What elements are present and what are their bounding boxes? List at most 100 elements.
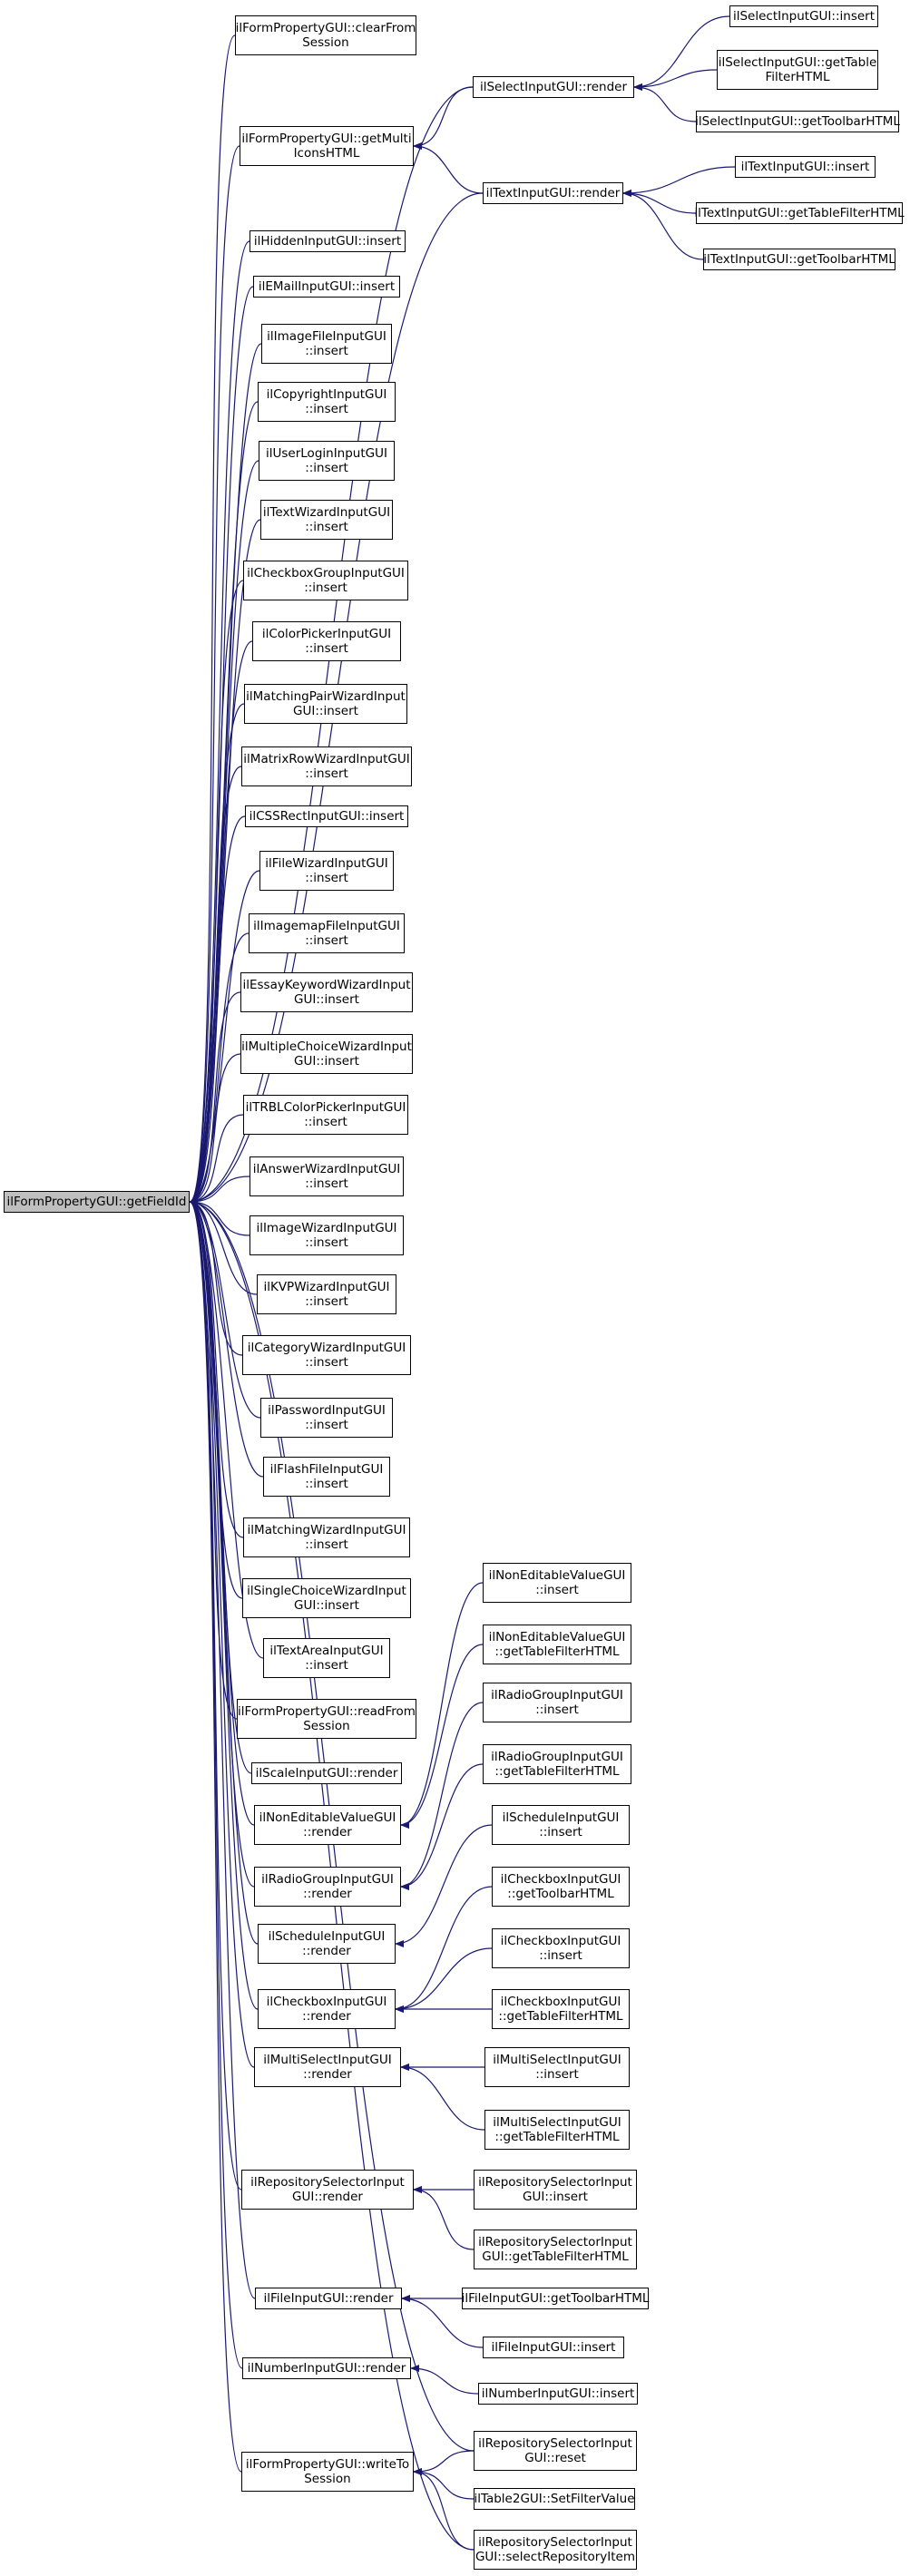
node-trblColorInsert[interactable]: ilTRBLColorPickerInputGUI::insert [243, 1095, 408, 1135]
edge-selectTableFilter-to-selectRender [633, 69, 718, 91]
node-kvpWizardInsert[interactable]: ilKVPWizardInputGUI::insert [257, 1274, 396, 1314]
node-label-line: ::insert [305, 641, 348, 656]
node-textTableFilter[interactable]: ilTextInputGUI::getTableFilterHTML [694, 202, 905, 224]
node-nonEditableTableFilter[interactable]: ilNonEditableValueGUI::getTableFilterHTM… [483, 1625, 631, 1664]
node-selectToolbar[interactable]: ilSelectInputGUI::getToolbarHTML [695, 111, 900, 132]
node-textToolbar[interactable]: ilTextInputGUI::getToolbarHTML [703, 249, 895, 270]
node-label-line: ilSelectInputGUI::getToolbarHTML [695, 114, 900, 129]
node-label-line: Session [304, 2472, 351, 2486]
node-imagemapFileInsert[interactable]: ilImagemapFileInputGUI::insert [249, 913, 405, 953]
edge-radioGroupTableFilter-to-radioGroupRender [400, 1763, 484, 1890]
node-multiSelectInsert[interactable]: ilMultiSelectInputGUI::insert [484, 2047, 630, 2087]
node-hiddenInsert[interactable]: ilHiddenInputGUI::insert [250, 230, 406, 252]
node-label-line: ilRepositorySelectorInput [478, 2436, 632, 2451]
node-label-line: ilNonEditableValueGUI [488, 1630, 626, 1644]
node-label-line: ilCheckboxInputGUI [500, 1872, 621, 1887]
node-textWizardInsert[interactable]: ilTextWizardInputGUI::insert [260, 500, 393, 540]
node-checkboxRender[interactable]: ilCheckboxInputGUI::render [258, 1989, 396, 2029]
node-fileToolbar[interactable]: ilFileInputGUI::getToolbarHTML [462, 2288, 649, 2309]
node-matrixRowInsert[interactable]: ilMatrixRowWizardInputGUI::insert [241, 746, 412, 786]
node-passwordInsert[interactable]: ilPasswordInputGUI::insert [260, 1398, 393, 1438]
node-matchingWizardInsert[interactable]: ilMatchingWizardInputGUI::insert [243, 1517, 410, 1557]
node-selectRender[interactable]: ilSelectInputGUI::render [473, 76, 634, 98]
node-scheduleRender[interactable]: ilScheduleInputGUI::render [258, 1924, 396, 1964]
node-radioGroupRender[interactable]: ilRadioGroupInputGUI::render [254, 1867, 401, 1907]
node-fileInsert[interactable]: ilFileInputGUI::insert [483, 2337, 624, 2358]
node-radioGroupTableFilter[interactable]: ilRadioGroupInputGUI::getTableFilterHTML [483, 1744, 631, 1784]
node-answerWizardInsert[interactable]: ilAnswerWizardInputGUI::insert [250, 1156, 404, 1196]
node-checkboxGroupInsert[interactable]: ilCheckboxGroupInputGUI::insert [243, 561, 408, 600]
node-label-line: ilScaleInputGUI::render [255, 1766, 398, 1781]
node-label-line: ::insert [304, 581, 347, 595]
edge-fileInsert-to-fileRender [401, 2295, 484, 2348]
edge-getMultiIconsHTML-to-root [189, 145, 240, 1205]
node-selectInsert[interactable]: ilSelectInputGUI::insert [729, 5, 878, 27]
edge-essayKeywordInsert-to-root [189, 991, 241, 1205]
node-label-line: ::getTableFilterHTML [494, 1644, 620, 1659]
node-textAreaInsert[interactable]: ilTextAreaInputGUI::insert [263, 1638, 390, 1678]
node-label-line: ::render [303, 2067, 352, 2082]
node-label-line: ilUserLoginInputGUI [266, 446, 387, 461]
node-label-line: ilSelectInputGUI::getTable [718, 55, 877, 70]
node-label-line: ::render [302, 1944, 351, 1958]
node-label-line: GUI::getTableFilterHTML [482, 2249, 629, 2264]
node-textInsert[interactable]: ilTextInputGUI::insert [735, 156, 876, 178]
node-label-line: ilCSSRectInputGUI::insert [249, 809, 405, 824]
node-cssRectInsert[interactable]: ilCSSRectInputGUI::insert [245, 805, 408, 827]
node-copyrightInsert[interactable]: ilCopyrightInputGUI::insert [258, 382, 396, 422]
node-flashFileInsert[interactable]: ilFlashFileInputGUI::insert [263, 1457, 390, 1497]
edge-textRender-to-getMultiIconsHTML [413, 142, 484, 194]
node-categoryWizardInsert[interactable]: ilCategoryWizardInputGUI::insert [242, 1335, 411, 1375]
node-numberInsert[interactable]: ilNumberInputGUI::insert [478, 2383, 638, 2405]
node-label-line: GUI::insert [523, 2190, 588, 2204]
node-label-line: ::insert [305, 344, 348, 358]
node-colorPickerInsert[interactable]: ilColorPickerInputGUI::insert [252, 621, 401, 661]
node-checkboxInsert[interactable]: ilCheckboxInputGUI::insert [492, 1928, 630, 1968]
node-fileWizardInsert[interactable]: ilFileWizardInputGUI::insert [259, 851, 394, 891]
node-userLoginInsert[interactable]: ilUserLoginInputGUI::insert [259, 441, 395, 481]
node-multiSelectTableFilter[interactable]: ilMultiSelectInputGUI::getTableFilterHTM… [484, 2110, 630, 2150]
node-label-line: ilMultiSelectInputGUI [493, 2053, 621, 2067]
node-label-line: ilRepositorySelectorInput [478, 2235, 632, 2249]
node-label-line: ::insert [305, 1235, 348, 1250]
edge-multiSelectRender-to-root [189, 1198, 255, 2068]
node-imageFileInsert[interactable]: ilImageFileInputGUI::insert [261, 324, 392, 364]
node-label-line: ilFormPropertyGUI::getFieldId [6, 1195, 187, 1209]
node-fileRender[interactable]: ilFileInputGUI::render [255, 2288, 402, 2309]
node-label-line: ilImageWizardInputGUI [256, 1221, 397, 1235]
node-textRender[interactable]: ilTextInputGUI::render [483, 182, 623, 204]
node-label-line: ilCheckboxInputGUI [500, 1934, 621, 1948]
node-scaleRender[interactable]: ilScaleInputGUI::render [251, 1762, 402, 1784]
node-numberRender[interactable]: ilNumberInputGUI::render [242, 2357, 411, 2379]
node-imageWizardInsert[interactable]: ilImageWizardInputGUI::insert [250, 1215, 404, 1255]
node-label-line: ilMatchingWizardInputGUI [247, 1523, 406, 1537]
node-nonEditableInsert[interactable]: ilNonEditableValueGUI::insert [483, 1563, 631, 1603]
node-label-line: ilRadioGroupInputGUI [261, 1872, 394, 1887]
node-checkboxToolbar[interactable]: ilCheckboxInputGUI::getToolbarHTML [492, 1867, 630, 1907]
node-radioGroupInsert[interactable]: ilRadioGroupInputGUI::insert [483, 1683, 631, 1722]
node-root[interactable]: ilFormPropertyGUI::getFieldId [4, 1191, 190, 1213]
node-label-line: ::insert [305, 402, 348, 416]
node-nonEditableRender[interactable]: ilNonEditableValueGUI::render [254, 1805, 401, 1845]
node-table2SetFilter[interactable]: ilTable2GUI::SetFilterValue [474, 2488, 635, 2510]
node-emailInsert[interactable]: ilEMailInputGUI::insert [253, 276, 400, 298]
node-label-line: ilCheckboxGroupInputGUI [247, 566, 405, 581]
node-checkboxTableFilter[interactable]: ilCheckboxInputGUI::getTableFilterHTML [492, 1989, 630, 2029]
node-scheduleInsert[interactable]: ilScheduleInputGUI::insert [492, 1805, 630, 1845]
node-multiSelectRender[interactable]: ilMultiSelectInputGUI::render [254, 2047, 401, 2087]
